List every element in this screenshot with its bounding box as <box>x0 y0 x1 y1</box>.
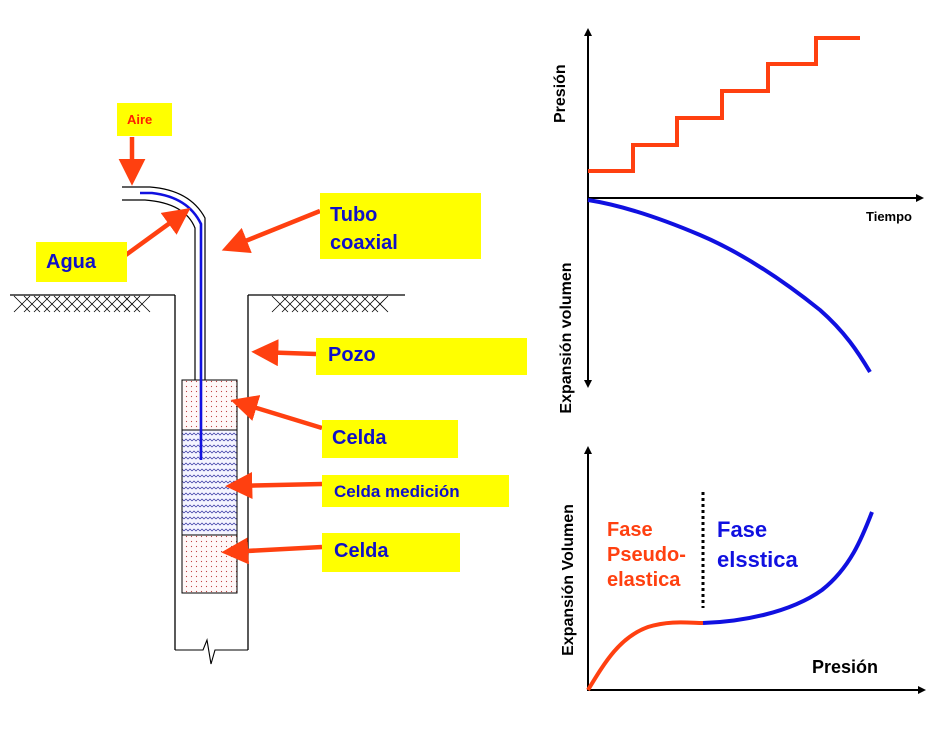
pressure-volume-time-chart: Presión Tiempo Expansión volumen <box>552 28 924 414</box>
phase1-line2: Pseudo- <box>607 544 686 566</box>
pseudo-elastic-curve <box>586 620 704 692</box>
label-tubo-line2: coaxial <box>330 232 398 254</box>
label-agua-text: Agua <box>46 251 96 273</box>
phase1-line1: Fase <box>607 519 653 541</box>
pressure-step-line <box>588 36 860 173</box>
label-celda-medicion-text: Celda medición <box>334 482 460 501</box>
phase2-line2: elsstica <box>717 547 798 572</box>
top-x-label: Tiempo <box>866 209 912 224</box>
ground-surface <box>10 294 405 313</box>
phase2-line1: Fase <box>717 517 767 542</box>
volume-pressure-chart: Expansión Volumen Presión Fase Pseudo- e… <box>560 446 926 694</box>
label-celda-medicion: Celda medición <box>322 475 509 507</box>
label-celda-bottom: Celda <box>322 533 460 572</box>
label-aire: Aire <box>117 103 172 136</box>
label-aire-text: Aire <box>127 112 153 127</box>
label-celda-bottom-text: Celda <box>334 540 389 562</box>
label-celda-top-text: Celda <box>332 427 387 449</box>
probe-cells <box>181 379 238 594</box>
elastic-curve <box>702 511 874 625</box>
phase1-line3: elastica <box>607 569 681 591</box>
label-tubo-coaxial: Tubo coaxial <box>320 193 481 259</box>
bottom-x-label: Presión <box>812 657 878 677</box>
bottom-y-label: Expansión Volumen <box>560 504 577 656</box>
top-y-lower-label: Expansión volumen <box>558 262 575 413</box>
volume-curve <box>587 198 872 374</box>
label-celda-top: Celda <box>322 420 458 458</box>
label-pozo-text: Pozo <box>328 344 376 366</box>
label-pozo: Pozo <box>316 338 527 375</box>
label-tubo-line1: Tubo <box>330 204 378 226</box>
callout-arrows <box>118 137 323 565</box>
top-y-upper-label: Presión <box>552 64 569 123</box>
label-agua: Agua <box>36 242 127 282</box>
